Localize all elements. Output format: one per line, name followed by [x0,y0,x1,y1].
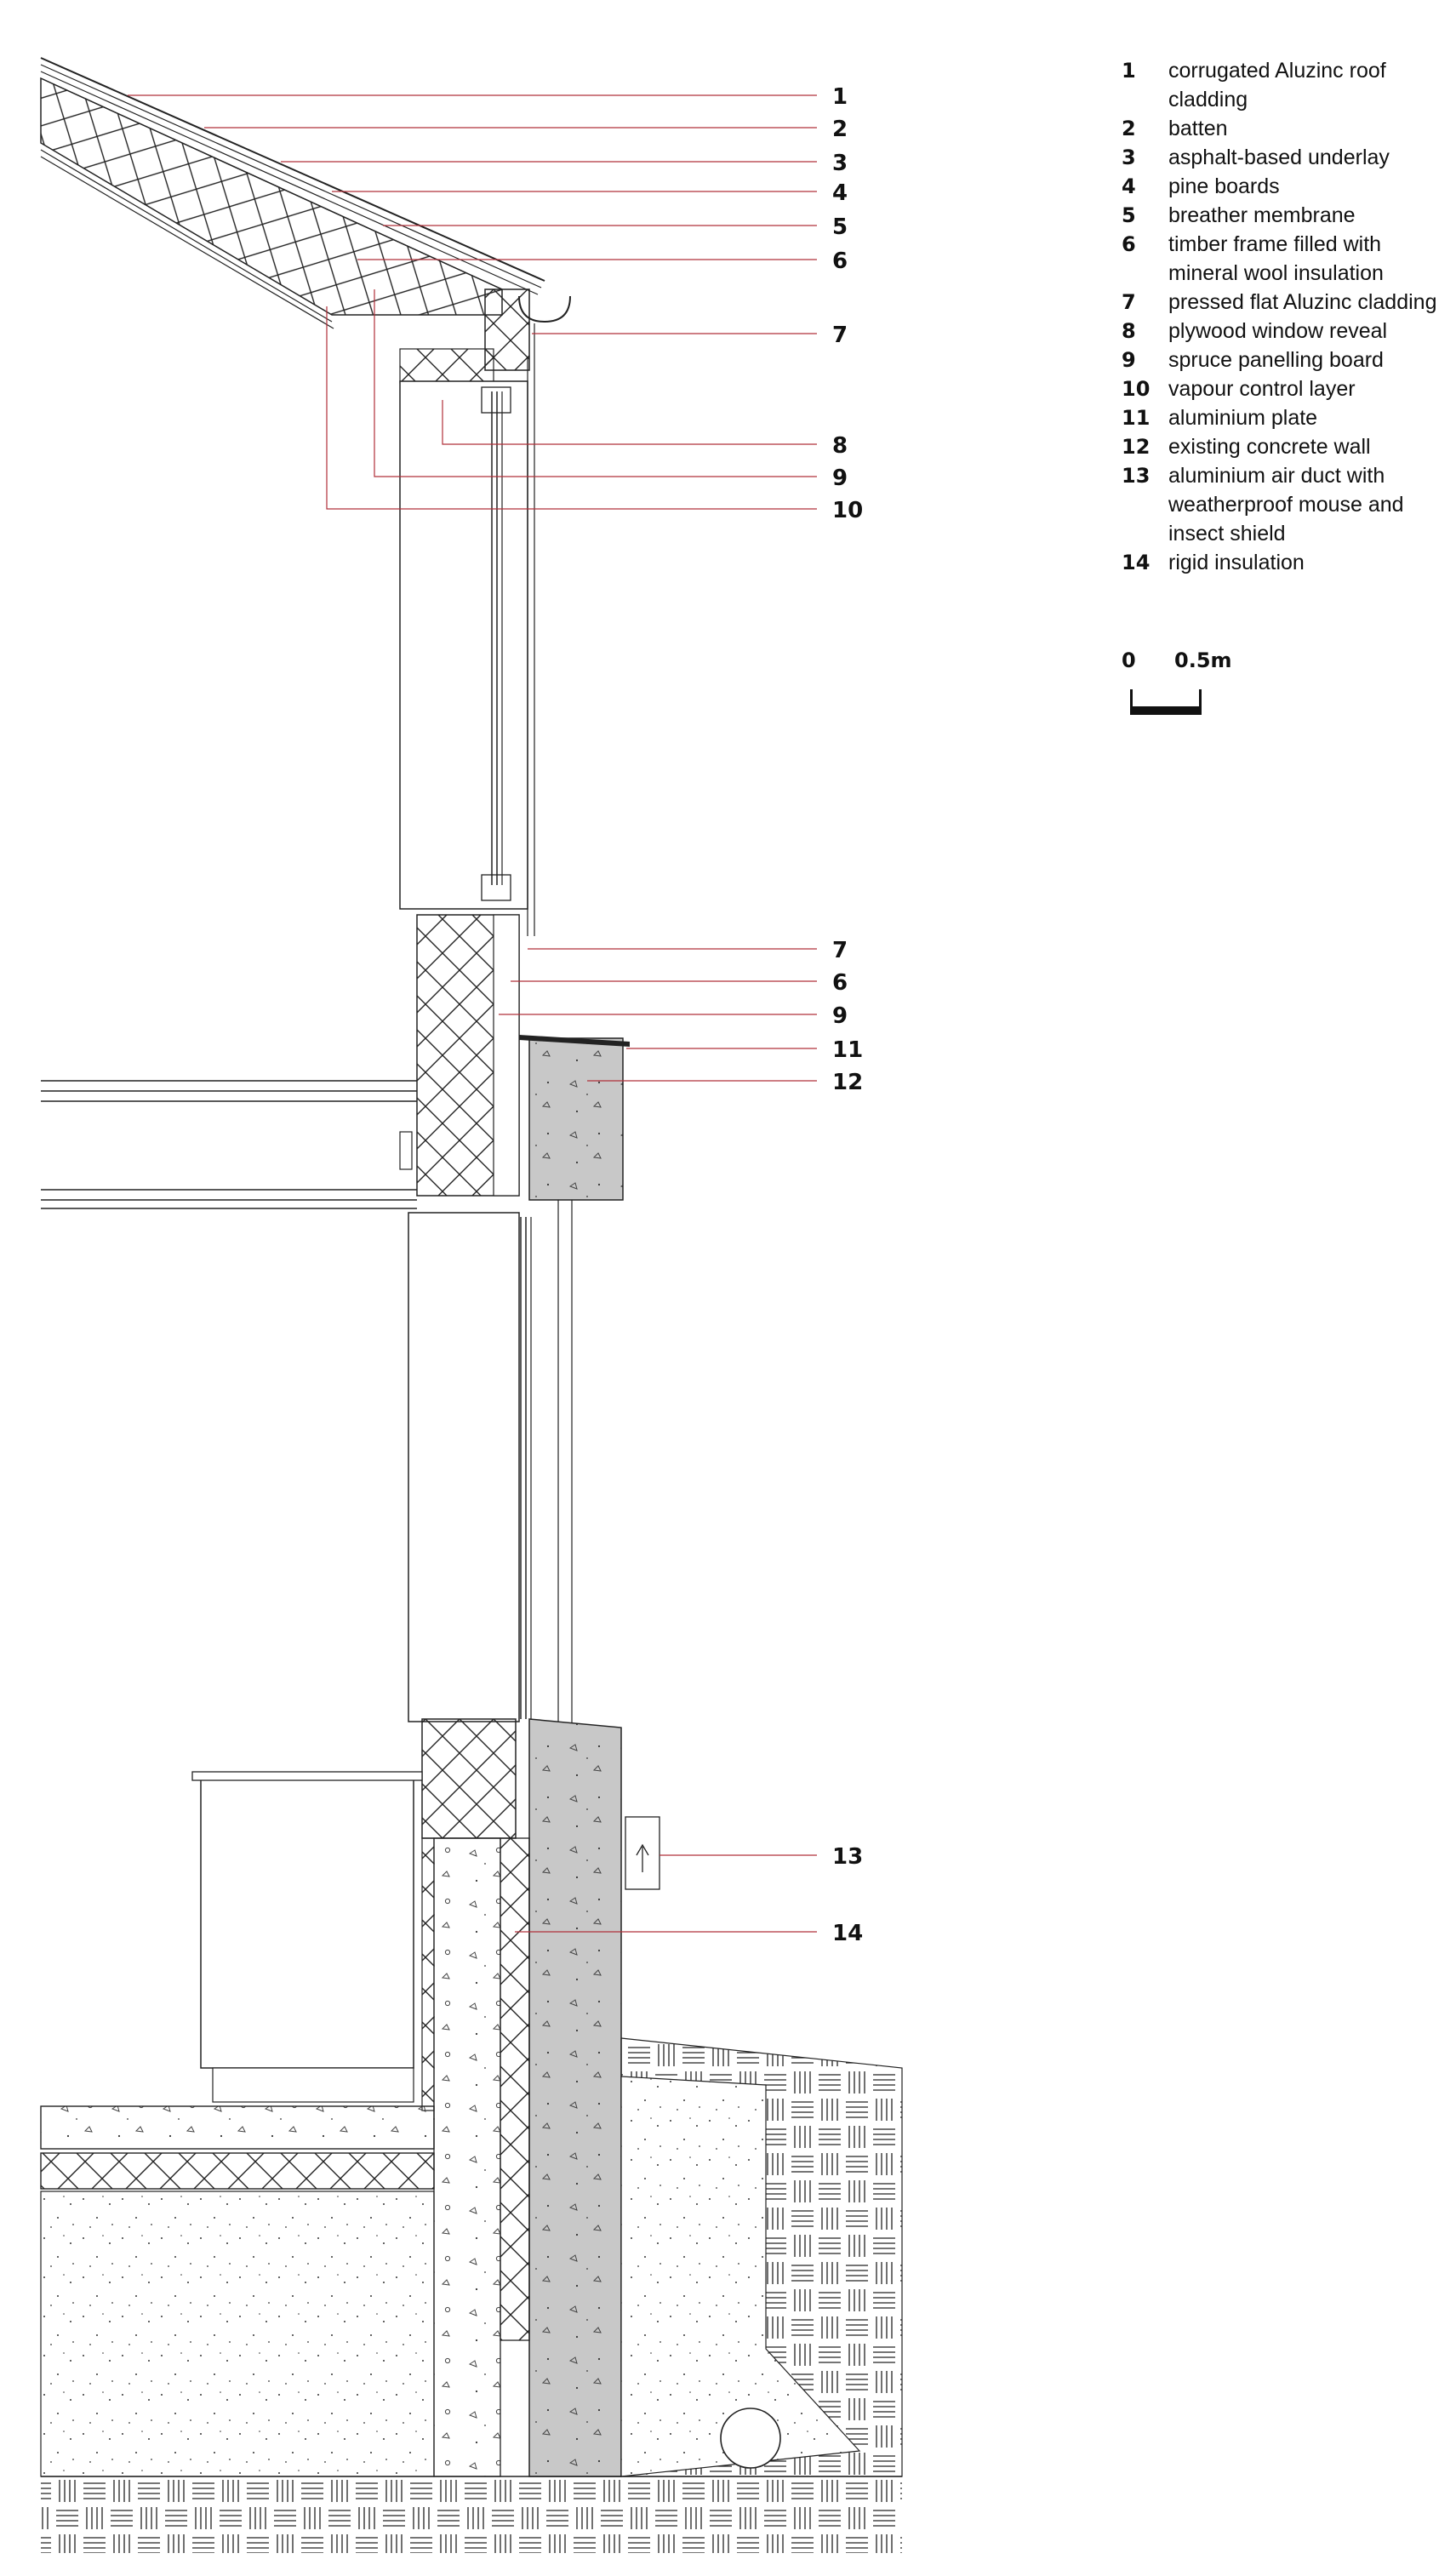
middle-wall [41,914,630,1209]
scale-bar-graphic [1130,689,1202,715]
legend-item: 3 asphalt-based underlay [1122,143,1445,172]
legend-item: 5 breather membrane [1122,201,1445,230]
roof-cladding-line [40,57,545,282]
legend-label: asphalt-based underlay [1168,146,1390,169]
legend-label: breather membrane [1168,203,1356,227]
legend-label: pressed flat Aluzinc cladding [1168,290,1437,314]
legend-item: 14 rigid insulation [1122,548,1445,577]
cabinet [200,1778,414,2069]
legend-label: existing concrete wall [1168,435,1371,459]
legend-item: 9 spruce panelling board [1122,346,1445,374]
callout-6: 6 [832,248,848,274]
callout-6b: 6 [832,970,848,996]
callout-13: 13 [832,1844,863,1870]
legend-number: 7 [1122,290,1136,314]
legend-label: aluminium air duct with weatherproof mou… [1168,464,1404,546]
legend-number: 4 [1122,174,1136,198]
roof-assembly [40,57,571,384]
legend: 1 corrugated Aluzinc roof cladding 2 batte… [1122,56,1445,577]
callout-7: 7 [832,323,848,348]
legend-item: 1 corrugated Aluzinc roof cladding [1122,56,1445,114]
aluminium-plate [519,1035,630,1047]
callout-14: 14 [832,1921,863,1946]
legend-label: pine boards [1168,174,1280,198]
floor-insulation [40,2152,435,2190]
legend-number: 5 [1122,203,1136,227]
existing-concrete-wall-upper [528,1037,624,1201]
callout-3: 3 [832,151,848,176]
legend-label: aluminium plate [1168,406,1318,430]
drain-pipe [720,2408,781,2469]
foundation [40,1718,903,2553]
roof-insulation [40,77,503,316]
legend-label: spruce panelling board [1168,348,1384,372]
scale-start-label: 0 [1122,648,1136,672]
legend-label: vapour control layer [1168,377,1356,401]
legend-item: 13 aluminium air duct with weatherproof m… [1122,461,1445,548]
lower-timber-frame [421,1718,517,1839]
legend-number: 10 [1122,377,1151,401]
legend-item: 10 vapour control layer [1122,374,1445,403]
legend-number: 6 [1122,232,1136,256]
legend-label: plywood window reveal [1168,319,1388,343]
legend-number: 13 [1122,464,1151,488]
legend-label: rigid insulation [1168,551,1305,574]
legend-label: corrugated Aluzinc roof cladding [1168,59,1386,111]
subgrade-fill [40,2191,435,2477]
upper-window [399,323,535,936]
callout-12: 12 [832,1070,863,1095]
callout-9b: 9 [832,1003,848,1029]
rigid-insulation [500,1837,530,2341]
legend-number: 9 [1122,348,1136,372]
legend-number: 12 [1122,435,1151,459]
legend-number: 11 [1122,406,1151,430]
legend-number: 14 [1122,551,1151,574]
legend-number: 2 [1122,117,1136,140]
legend-label: batten [1168,117,1228,140]
callout-2: 2 [832,117,848,142]
ground-below [41,2476,902,2553]
legend-label: timber frame filled with mineral wool in… [1168,232,1384,285]
lower-window [408,1200,573,1728]
legend-item: 6 timber frame filled with mineral wool i… [1122,230,1445,288]
legend-item: 11 aluminium plate [1122,403,1445,432]
callout-5: 5 [832,214,848,240]
callout-11: 11 [832,1037,863,1063]
existing-concrete-wall-lower [528,1718,622,2477]
callout-10: 10 [832,498,863,523]
callout-numbers: 1 2 3 4 5 6 7 8 9 10 7 6 9 11 12 13 14 [832,84,863,1946]
legend-number: 3 [1122,146,1136,169]
leader-lines [128,94,817,1933]
callout-4: 4 [832,180,848,206]
callout-8: 8 [832,433,848,459]
legend-item: 7 pressed flat Aluzinc cladding [1122,288,1445,317]
legend-item: 2 batten [1122,114,1445,143]
callout-1: 1 [832,84,848,110]
legend-number: 1 [1122,59,1136,83]
legend-item: 8 plywood window reveal [1122,317,1445,346]
callout-7b: 7 [832,938,848,963]
legend-number: 8 [1122,319,1136,343]
scale-end-label: 0.5m [1174,648,1232,672]
floor-slab [40,2105,435,2150]
legend-item: 4 pine boards [1122,172,1445,201]
legend-item: 12 existing concrete wall [1122,432,1445,461]
callout-9: 9 [832,466,848,491]
scale-bar: 0 0.5m [1122,648,1292,742]
